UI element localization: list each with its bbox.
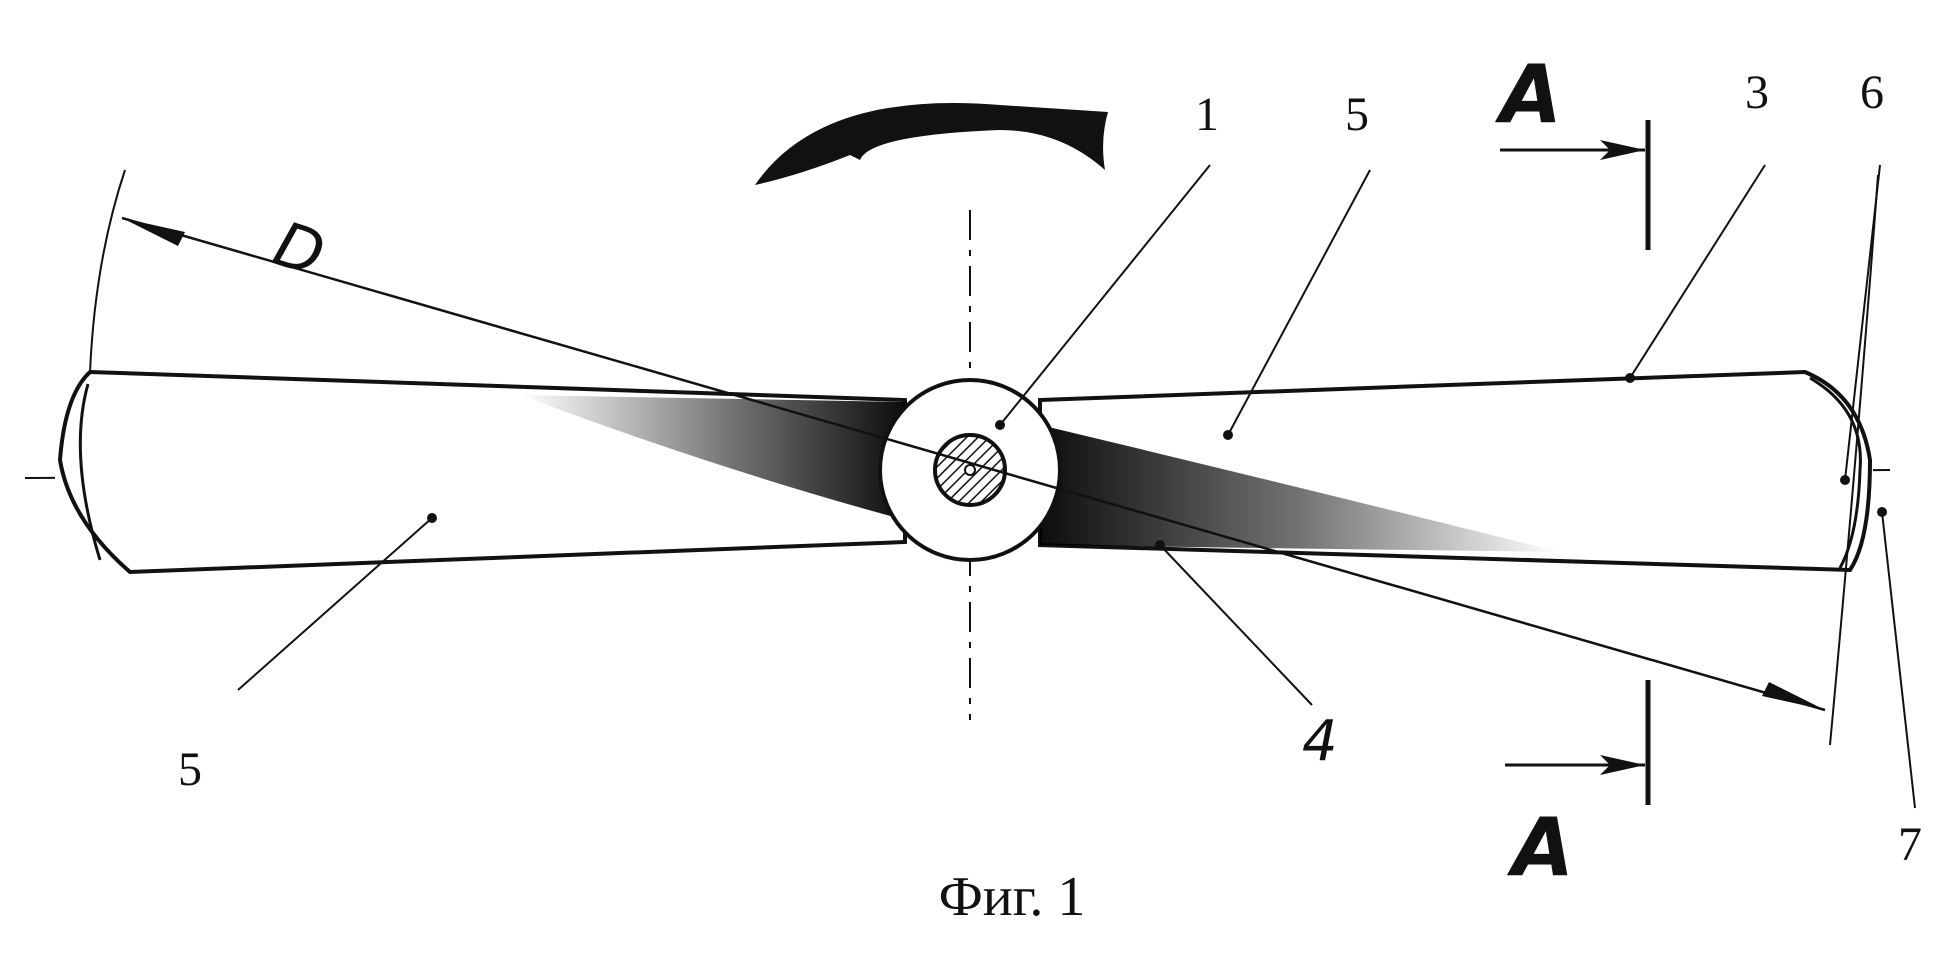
section-label-top: A bbox=[1494, 48, 1562, 141]
leader-tip-edge-dot bbox=[1877, 507, 1887, 517]
diameter-arrow-right bbox=[1762, 682, 1825, 710]
diameter-extension-left bbox=[90, 170, 125, 372]
callout-leading-edge: 3 bbox=[1745, 66, 1769, 119]
callout-trailing-edge: 4 bbox=[1302, 709, 1338, 774]
diameter-arrow-left bbox=[122, 218, 185, 246]
rotation-arrow-icon bbox=[755, 103, 1108, 185]
section-label-bottom: A bbox=[1506, 801, 1574, 894]
callout-tip: 6 bbox=[1860, 66, 1884, 119]
leader-hub bbox=[1000, 165, 1210, 425]
callout-blade-left: 5 bbox=[178, 743, 202, 796]
leader-trailing-edge-dot bbox=[1155, 540, 1165, 550]
figure-caption: Фиг. 1 bbox=[939, 866, 1086, 928]
dimension-label: D bbox=[265, 207, 333, 291]
leader-blade-right-dot bbox=[1223, 430, 1233, 440]
leader-leading-edge-dot bbox=[1625, 373, 1635, 383]
leader-blade-left-dot bbox=[427, 513, 437, 523]
callout-tip-edge: 7 bbox=[1898, 818, 1922, 871]
leader-tip-dot bbox=[1840, 475, 1850, 485]
shaft-center-dot bbox=[965, 465, 975, 475]
callout-blade-right: 5 bbox=[1345, 88, 1369, 141]
leader-trailing-edge bbox=[1160, 545, 1312, 705]
leader-hub-dot bbox=[995, 420, 1005, 430]
leader-tip-edge bbox=[1882, 512, 1915, 808]
callout-hub: 1 bbox=[1195, 88, 1219, 141]
